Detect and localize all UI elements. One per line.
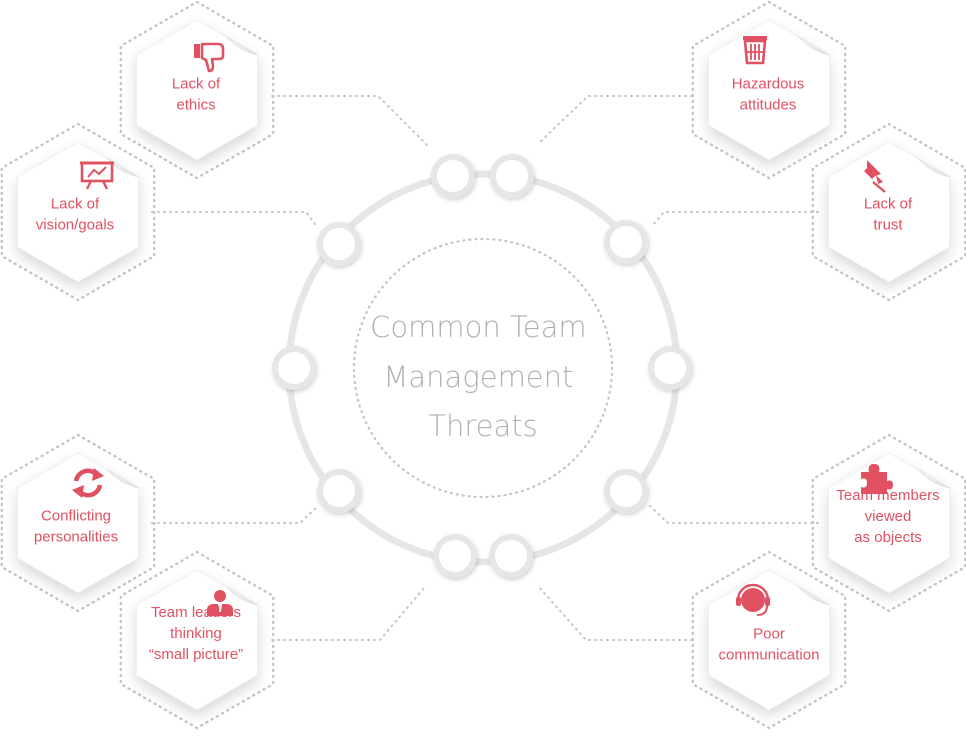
threat-label-line: communication xyxy=(719,647,820,664)
threat-label-line: vision/goals xyxy=(36,217,114,234)
person-icon xyxy=(207,590,233,616)
connector-team-members xyxy=(649,505,819,524)
threat-label-line: Lack of xyxy=(172,76,221,93)
threat-card: Conflicting personalities xyxy=(0,433,156,613)
connector-lack-of-ethics xyxy=(271,95,429,147)
threat-card: Lack of ethics xyxy=(119,0,275,180)
trash-bin-icon xyxy=(743,36,767,65)
ring-knobs xyxy=(272,154,692,578)
page-curl xyxy=(226,586,258,606)
page-curl xyxy=(226,36,258,56)
ring-knob xyxy=(317,222,361,266)
threat-label: Team members viewed as objects xyxy=(836,487,939,546)
page-curl xyxy=(918,469,950,489)
threat-label-line: Team members xyxy=(836,487,939,504)
title-line-3: Threats xyxy=(428,409,537,443)
connector-lines xyxy=(151,95,819,641)
threat-label: Lack of ethics xyxy=(172,76,221,114)
threat-card: Lack of trust xyxy=(811,122,966,302)
threat-card: Hazardous attitudes xyxy=(691,0,847,180)
threat-label-line: “small picture” xyxy=(149,646,243,663)
dotted-hex-outline xyxy=(0,433,156,613)
dotted-hex-outline xyxy=(119,0,275,180)
page-curl xyxy=(798,586,830,606)
threat-label-line: Conflicting xyxy=(41,508,111,525)
ring-knob xyxy=(431,154,475,198)
connector-team-leaders xyxy=(271,587,425,641)
page-curl xyxy=(798,36,830,56)
threat-label-line: Hazardous xyxy=(732,76,805,93)
connector-lack-of-trust xyxy=(651,211,819,227)
threat-label: Conflicting personalities xyxy=(34,508,118,546)
ring-knob xyxy=(489,534,533,578)
threat-card: Poor communication xyxy=(691,550,847,730)
connector-poor-communication xyxy=(537,585,693,641)
threat-label-line: Team leaders xyxy=(151,604,241,621)
ring-knob xyxy=(490,154,534,198)
puzzle-piece-icon xyxy=(861,464,893,494)
page-curl xyxy=(107,469,139,489)
headset-icon xyxy=(736,583,770,616)
dotted-hex-outline xyxy=(691,550,847,730)
ring-knob xyxy=(604,220,648,264)
inner-dotted-ring xyxy=(352,237,614,499)
presentation-board-icon xyxy=(80,161,114,190)
ring-knob xyxy=(604,469,648,513)
threat-card: Team leaders thinking “small picture” xyxy=(119,550,275,730)
dotted-hex-outline xyxy=(691,0,847,180)
threat-label-line: ethics xyxy=(176,97,215,114)
threat-label: Hazardous attitudes xyxy=(732,76,805,114)
threat-label-line: viewed xyxy=(865,508,912,525)
diagram-title: Common Team Management Threats xyxy=(370,310,596,443)
refresh-arrows-icon xyxy=(72,468,104,498)
threat-label-line: personalities xyxy=(34,529,118,546)
threat-card: Lack of vision/goals xyxy=(0,122,156,302)
push-pin-icon xyxy=(864,160,886,193)
title-line-2: Management xyxy=(383,360,573,394)
threat-label-line: trust xyxy=(873,217,903,234)
threat-label-line: as objects xyxy=(854,529,922,546)
connector-hazardous xyxy=(539,95,693,143)
dotted-hex-outline xyxy=(811,433,966,613)
connector-conflicting xyxy=(151,505,319,524)
threat-label: Team leaders thinking “small picture” xyxy=(149,604,243,663)
threat-card: Team members viewed as objects xyxy=(811,433,966,613)
center-hub: Common Team Management Threats xyxy=(272,154,692,578)
dotted-hex-outline xyxy=(0,122,156,302)
page-curl xyxy=(918,158,950,178)
threat-label-line: Poor xyxy=(753,626,785,643)
threat-label: Lack of trust xyxy=(864,196,913,234)
threat-label: Poor communication xyxy=(719,626,820,664)
ring-knob xyxy=(272,346,316,390)
threat-label-line: Lack of xyxy=(51,196,100,213)
dotted-hex-outline xyxy=(119,550,275,730)
ring-knob xyxy=(433,534,477,578)
title-line-1: Common Team xyxy=(370,310,586,344)
threat-label-line: Lack of xyxy=(864,196,913,213)
connector-vision-goals xyxy=(151,211,319,229)
threat-label-line: thinking xyxy=(170,625,222,642)
thumbs-down-icon xyxy=(194,42,225,73)
dotted-hex-outline xyxy=(811,122,966,302)
threat-label-line: attitudes xyxy=(740,97,797,114)
ring-knob xyxy=(317,469,361,513)
ring-knob xyxy=(648,346,692,390)
threat-label: Lack of vision/goals xyxy=(36,196,114,234)
